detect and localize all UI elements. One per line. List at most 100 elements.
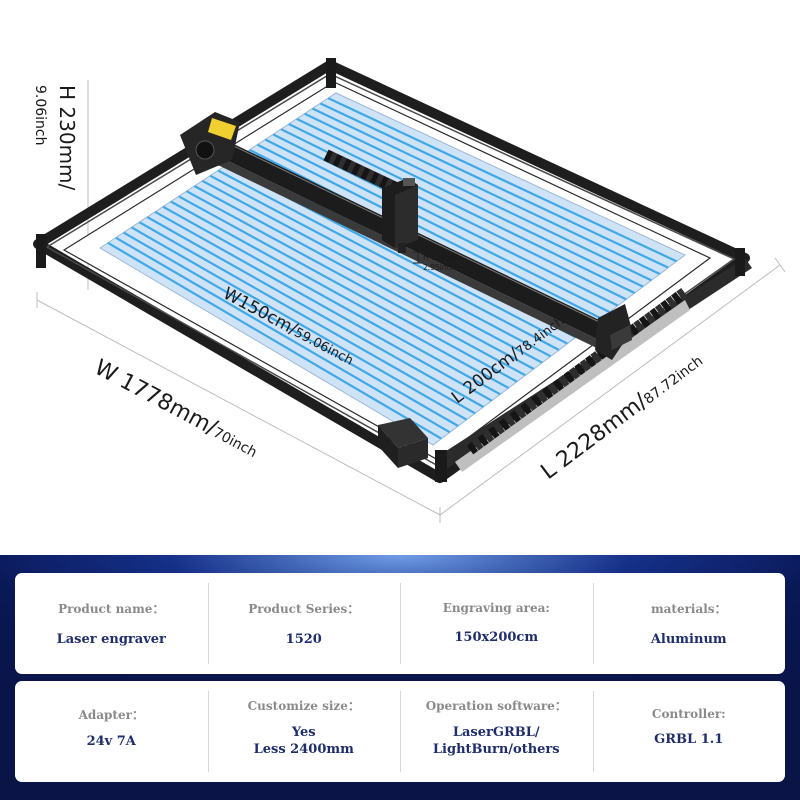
chain-link: [644, 311, 656, 325]
chain-link: [670, 291, 683, 305]
head-height-label: H 75mm/: [423, 253, 458, 262]
spec-product-name: Product name： Laser engraver: [15, 573, 208, 674]
chain-link: [552, 378, 565, 392]
spec-value: LaserGRBL/: [452, 725, 540, 740]
hatch-line: [154, 210, 493, 402]
chain-link: [504, 414, 516, 427]
spec-value: 150x200cm: [454, 630, 539, 645]
hatch-line: [209, 174, 552, 358]
total-width-label: W 1778mm/: [90, 355, 221, 441]
spec-value-line2: LightBurn/others: [432, 742, 560, 757]
chain-link: [493, 422, 505, 435]
chain-link: [515, 406, 527, 419]
spec-value: Laser engraver: [56, 631, 166, 647]
frame-posts: [36, 58, 745, 482]
laser-head: [382, 178, 418, 253]
spec-operation-software: Operation software： LaserGRBL/ LightBurn…: [400, 681, 593, 782]
hatch-line: [288, 123, 636, 294]
hatch-line: [193, 185, 535, 370]
height-label: H 230mm/: [55, 85, 79, 191]
spec-value: 1520: [285, 631, 322, 647]
chain-link: [579, 359, 591, 372]
chain-link: [509, 410, 522, 423]
spec-controller: Controller: GRBL 1.1: [592, 681, 786, 782]
hatch-line: [311, 107, 661, 275]
chain-link: [346, 160, 358, 174]
chain-link: [477, 434, 489, 447]
hatch-line: [201, 179, 543, 364]
spec-value: GRBL 1.1: [654, 732, 724, 747]
chain-link: [525, 398, 538, 411]
spec-engraving-area: Engraving area: 150x200cm: [400, 573, 593, 674]
chain-link: [676, 287, 688, 301]
chain-link: [568, 366, 581, 380]
spec-value-line2: Less 2400mm: [253, 742, 354, 757]
chain-link: [328, 151, 339, 166]
chain-link: [660, 299, 672, 313]
chain-link: [355, 164, 367, 179]
chain-link: [466, 442, 479, 455]
height-inch: 9.06inch: [32, 85, 48, 146]
hatch-line: [146, 216, 484, 408]
total-width-inch: 70inch: [210, 425, 259, 461]
hatch-line: [296, 117, 644, 288]
chain-link: [590, 351, 602, 364]
spec-product-series: Product Series： 1520: [207, 573, 401, 674]
chain-link: [563, 370, 575, 384]
control-box: [378, 418, 428, 468]
chain-link: [337, 156, 348, 170]
spec-label: Product name：: [58, 601, 165, 616]
chain-link: [374, 173, 385, 188]
chain-link: [369, 171, 381, 185]
height-dimension: H 230mm/ 9.06inch: [32, 85, 79, 191]
total-length-inch: 87.72inch: [641, 353, 706, 408]
chain-link: [541, 386, 554, 400]
chain-link: [323, 149, 334, 163]
hatch-line: [264, 138, 610, 313]
head-height-inch: 2.95inch: [423, 263, 456, 272]
chain-link: [332, 153, 344, 168]
spec-customize-size: Customize size： Yes Less 2400mm: [207, 681, 401, 782]
chain-link: [665, 295, 677, 309]
spec-label: Customize size：: [247, 699, 360, 713]
spec-value: Aluminum: [650, 631, 727, 647]
chain-link: [584, 355, 597, 368]
chain-link: [482, 430, 495, 443]
chain-link: [547, 382, 559, 396]
spec-adapter: Adapter： 24v 7A: [15, 681, 208, 782]
gantry-right-end: [595, 304, 632, 360]
hatch-line: [130, 226, 468, 421]
hatch-line: [256, 143, 602, 320]
chain-link: [488, 426, 500, 439]
spec-value: 24v 7A: [86, 733, 136, 749]
hatch-line: [138, 221, 476, 415]
chain-link: [633, 319, 645, 332]
gantry-left-end: [180, 112, 240, 175]
hatch-line: [170, 200, 510, 389]
chain-link: [341, 158, 353, 172]
spec-materials: materials： Aluminum: [592, 573, 786, 674]
chain-link: [520, 402, 532, 415]
chain-link: [558, 374, 570, 388]
side-rail-right: [440, 258, 752, 472]
chain-link: [360, 167, 371, 181]
spec-label: Product Series：: [248, 601, 360, 616]
head-height-callout: H 75mm/ 2.95inch: [413, 251, 458, 272]
hatch-line: [319, 102, 669, 269]
engraver-diagram: H 75mm/ 2.95inch H 230mm/ 9.06inch W150c…: [32, 58, 786, 523]
spec-label: Engraving area:: [442, 601, 550, 615]
total-width-dimension: W 1778mm/70inch: [90, 355, 263, 463]
chain-link: [351, 162, 362, 177]
chain-link: [365, 169, 376, 183]
chain-link: [574, 363, 586, 376]
hatch-line: [178, 195, 518, 383]
spec-card-top: Product name： Laser engraver Product Ser…: [15, 573, 785, 674]
chain-link: [638, 315, 651, 329]
chain-link: [498, 418, 511, 431]
svg-text:W 1778mm/70inch: W 1778mm/70inch: [90, 355, 263, 463]
hatch-line: [162, 205, 501, 396]
spec-label: Adapter：: [78, 707, 144, 722]
chain-link: [378, 175, 390, 190]
chain-link: [536, 390, 548, 404]
hatch-line: [327, 97, 678, 263]
